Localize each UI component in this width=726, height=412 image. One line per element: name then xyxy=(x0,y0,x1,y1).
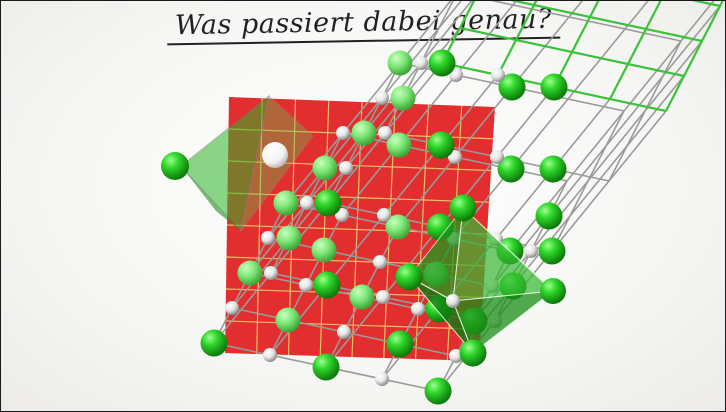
sodium-ion-sphere xyxy=(414,56,428,70)
chloride-ion-sphere xyxy=(237,260,263,286)
bond-line xyxy=(441,1,476,64)
chloride-ion-sphere xyxy=(351,120,377,146)
chloride-ion-sphere xyxy=(428,49,456,77)
sodium-ion-sphere xyxy=(299,278,313,292)
sodium-ion-sphere xyxy=(449,68,463,82)
atoms-layer xyxy=(161,49,568,405)
highlighted-sodium-ion xyxy=(262,142,288,168)
lattice-edge xyxy=(608,40,682,182)
chloride-ion-sphere xyxy=(386,132,412,158)
bond-line xyxy=(665,1,724,112)
bond-line xyxy=(553,1,600,88)
sodium-ion-sphere xyxy=(335,208,349,222)
chloride-ion-sphere xyxy=(387,50,413,76)
chloride-ion-sphere xyxy=(273,190,299,216)
sodium-ion-sphere xyxy=(411,302,425,316)
sodium-ion-sphere xyxy=(491,68,505,82)
chloride-ion-sphere xyxy=(311,237,337,263)
chloride-ion-sphere xyxy=(497,155,525,183)
sodium-ion-sphere xyxy=(336,126,350,140)
bond-line xyxy=(609,1,662,100)
chloride-ion-sphere xyxy=(538,237,566,265)
octahedron-right-vertex-sphere xyxy=(395,263,423,291)
octahedron-right-layer xyxy=(395,194,566,367)
sodium-ion-sphere xyxy=(375,91,389,105)
sodium-ion-sphere xyxy=(264,266,278,280)
sodium-ion-sphere xyxy=(225,301,239,315)
octahedron-right-vertex-sphere xyxy=(449,194,477,222)
sodium-ion-sphere xyxy=(300,196,314,210)
sodium-ion-sphere xyxy=(373,255,387,269)
plane-grid-line-horizontal xyxy=(225,320,482,330)
sodium-ion-sphere xyxy=(376,290,390,304)
chloride-ion-sphere xyxy=(539,155,567,183)
sodium-ion-sphere xyxy=(263,348,277,362)
chloride-ion-sphere xyxy=(540,73,568,101)
sodium-ion-sphere xyxy=(490,150,504,164)
chloride-ion-sphere xyxy=(275,307,301,333)
chloride-ion-sphere xyxy=(424,377,452,405)
lattice-edge xyxy=(491,5,721,287)
octahedron-right-face xyxy=(452,290,555,354)
sodium-ion-sphere xyxy=(377,208,391,222)
octahedron-right-vertex-sphere xyxy=(540,278,566,304)
sodium-ion-sphere xyxy=(337,325,351,339)
lattice-edge xyxy=(553,1,600,88)
chloride-ion-sphere xyxy=(390,85,416,111)
sodium-ion-sphere xyxy=(449,349,463,363)
sodium-ion-sphere xyxy=(261,231,275,245)
chloride-ion-sphere xyxy=(312,353,340,381)
chloride-ion-sphere xyxy=(313,271,341,299)
chloride-ion-sphere xyxy=(200,329,228,357)
chloride-ion-sphere xyxy=(314,189,342,217)
chloride-ion-sphere xyxy=(385,214,411,240)
chloride-ion-sphere xyxy=(349,284,375,310)
octahedron-left-vertex-sphere xyxy=(161,152,189,180)
octahedron-left-face xyxy=(181,166,241,231)
chloride-ion-sphere xyxy=(312,155,338,181)
sodium-ion-sphere xyxy=(448,150,462,164)
chloride-ion-sphere xyxy=(498,73,526,101)
chloride-ion-sphere xyxy=(276,225,302,251)
chloride-ion-sphere xyxy=(427,131,455,159)
chloride-ion-sphere xyxy=(386,330,414,358)
octahedron-right-center-sphere xyxy=(446,294,460,308)
chloride-ion-sphere xyxy=(535,202,563,230)
sodium-ion-sphere xyxy=(375,372,389,386)
sodium-ion-sphere xyxy=(378,126,392,140)
sodium-ion-sphere xyxy=(524,244,538,258)
sodium-ion-sphere xyxy=(339,161,353,175)
octahedron-right-vertex-sphere xyxy=(459,339,487,367)
